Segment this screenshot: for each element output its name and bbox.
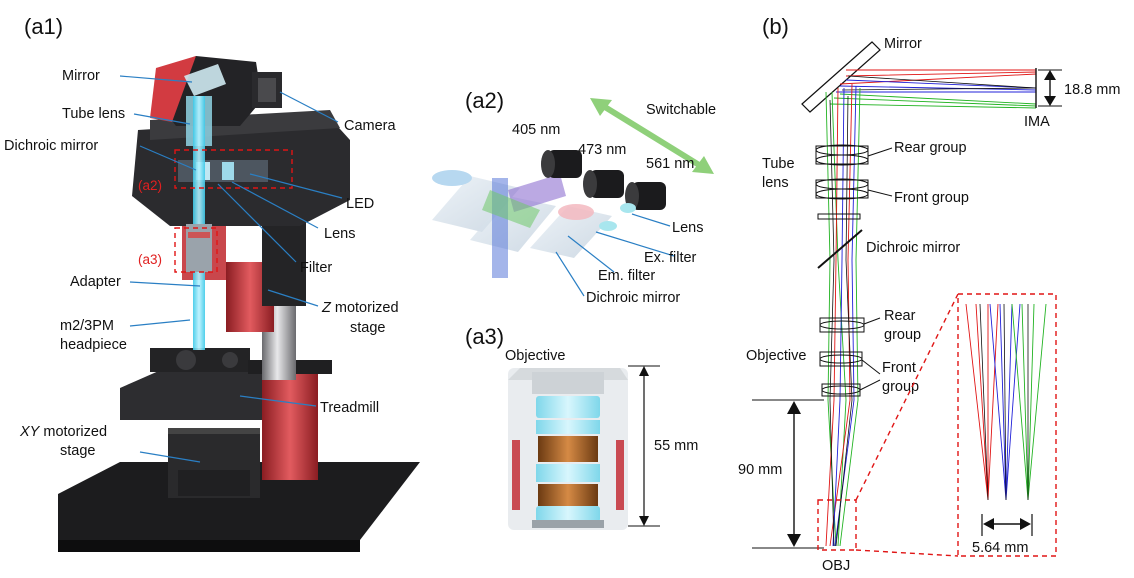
inset-box-a2	[174, 149, 293, 189]
a2-label-em-filter: Em. filter	[598, 268, 655, 284]
b-label-ima: IMA	[1024, 114, 1050, 130]
label-z-stage: Z motorized	[321, 300, 399, 316]
b-label-obj: OBJ	[822, 558, 850, 574]
b-zoom-rays	[965, 303, 1047, 501]
inset-label-a3: (a3)	[138, 252, 162, 267]
label-lens: Lens	[324, 226, 355, 242]
panel-label-a1: (a1)	[24, 14, 63, 39]
label-treadmill: Treadmill	[320, 400, 379, 416]
b-zoom-inset	[957, 293, 1057, 557]
label-561nm: 561 nm	[646, 156, 694, 172]
panel-label-a3: (a3)	[465, 324, 504, 349]
b-label-obj-rear-line2: group	[884, 327, 921, 343]
b-dichroic-mirror	[817, 229, 863, 269]
label-tube-lens: Tube lens	[62, 106, 125, 122]
label-camera: Camera	[344, 118, 397, 134]
b-label-front-group: Front group	[894, 190, 969, 206]
b-objective-rear-group	[819, 317, 865, 333]
base-plate	[58, 462, 420, 540]
b-label-tube-line1: Tube	[762, 156, 795, 172]
b-label-obj-front-line2: group	[882, 379, 919, 395]
label-adapter: Adapter	[70, 274, 121, 290]
label-xy-stage-line2: stage	[60, 443, 95, 459]
a3-label-objective: Objective	[505, 348, 565, 364]
b-label-ima-size: 18.8 mm	[1064, 82, 1120, 98]
label-switchable: Switchable	[646, 102, 716, 118]
b-vertical-rays	[825, 83, 861, 547]
b-label-spot-spacing: 5.64 mm	[972, 540, 1028, 556]
b-fold-mirror	[801, 41, 881, 113]
label-473nm: 473 nm	[578, 142, 626, 158]
b-label-dichroic-mirror: Dichroic mirror	[866, 240, 960, 256]
z-stage-red-housing	[262, 370, 318, 480]
b-label-obj-rear-line1: Rear	[884, 308, 916, 324]
mirror-glass	[184, 64, 226, 96]
label-filter: Filter	[300, 260, 332, 276]
label-405nm: 405 nm	[512, 122, 560, 138]
a2-led-561	[625, 182, 666, 210]
b-obj-zoom-source	[817, 499, 857, 551]
inset-box-a3	[174, 227, 218, 273]
label-xy-stage: XY motorized	[19, 424, 107, 440]
b-label-tube-line2: lens	[762, 175, 789, 191]
b-label-objective: Objective	[746, 348, 806, 364]
panel-label-a2: (a2)	[465, 88, 504, 113]
a2-label-ex-filter: Ex. filter	[644, 250, 697, 266]
b-label-mirror: Mirror	[884, 36, 922, 52]
label-dichroic-mirror: Dichroic mirror	[4, 138, 98, 154]
a3-objective-drawing	[508, 368, 628, 530]
b-label-working-distance: 90 mm	[738, 462, 782, 478]
b-tube-lens-rear-group	[815, 144, 869, 166]
a2-label-dichroic-mirror: Dichroic mirror	[586, 290, 680, 306]
label-mirror: Mirror	[62, 68, 100, 84]
b-horizontal-rays	[829, 69, 1037, 109]
label-headpiece-line1: m2/3PM	[60, 318, 114, 334]
a2-led-405	[541, 150, 582, 178]
label-z-stage-line2: stage	[350, 320, 385, 336]
switchable-arrow	[598, 101, 706, 171]
cyan-beam	[193, 96, 205, 350]
a3-label-length: 55 mm	[654, 438, 698, 454]
b-label-obj-front-line1: Front	[882, 360, 916, 376]
label-led: LED	[346, 196, 374, 212]
inset-label-a2: (a2)	[138, 178, 162, 193]
b-tube-lens-front-group	[815, 178, 869, 200]
panel-label-b: (b)	[762, 14, 789, 39]
b-label-rear-group: Rear group	[894, 140, 967, 156]
a2-label-lens: Lens	[672, 220, 703, 236]
treadmill-platform	[120, 366, 300, 420]
a2-led-473	[583, 170, 624, 198]
label-headpiece-line2: headpiece	[60, 337, 127, 353]
